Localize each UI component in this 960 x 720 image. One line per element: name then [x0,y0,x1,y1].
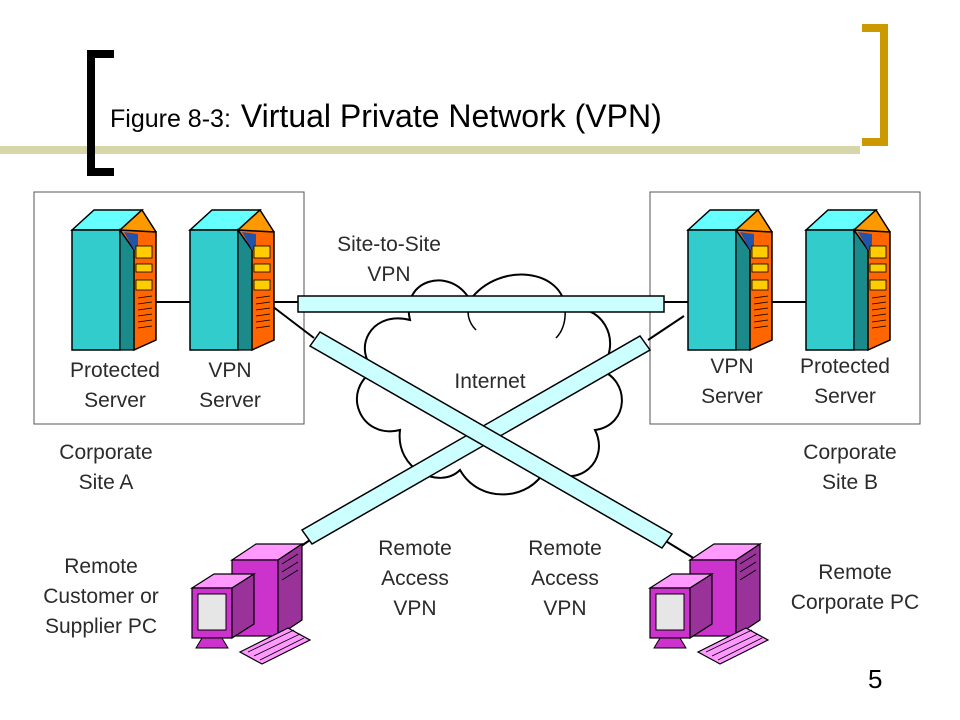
label-corporate-site-a: Corporate Site A [59,441,153,494]
link-vpn-b-remote-tunnel [647,315,685,341]
site-to-site-vpn-tunnel [297,295,665,313]
label-remote-corporate-pc: Remote Corporate PC [790,561,920,614]
title-bar-decoration [0,146,860,154]
server-icon [687,209,773,351]
page-title: Figure 8-3: Virtual Private Network (VPN… [110,98,662,148]
label-remote-access-vpn-left: Remote Access VPN [378,537,452,620]
title-prefix: Figure 8-3: [110,105,231,133]
label-protected-server-a: Protected Server [70,359,160,412]
remote-access-vpn-tunnel-corporate [308,331,674,549]
left-bracket [87,50,114,176]
server-icon [805,209,891,351]
page-number: 5 [868,664,883,694]
label-vpn-server-a: VPN Server [199,359,261,412]
label-vpn-server-b: VPN Server [701,355,763,408]
label-site-to-site-vpn: Site-to-Site VPN [337,233,441,286]
label-protected-server-b: Protected Server [800,355,890,408]
pc-icon [191,543,311,665]
label-remote-access-vpn-right: Remote Access VPN [528,537,602,620]
title-main: Virtual Private Network (VPN) [240,98,662,134]
server-icon [189,209,275,351]
server-icon [71,209,157,351]
link-vpn-a-remote-tunnel [271,305,315,339]
label-corporate-site-b: Corporate Site B [803,441,897,494]
label-remote-customer-pc: Remote Customer or Supplier PC [43,555,159,638]
pc-icon [649,543,769,665]
cloud-icon [356,273,623,496]
label-internet: Internet [454,370,526,393]
right-bracket [862,24,888,146]
